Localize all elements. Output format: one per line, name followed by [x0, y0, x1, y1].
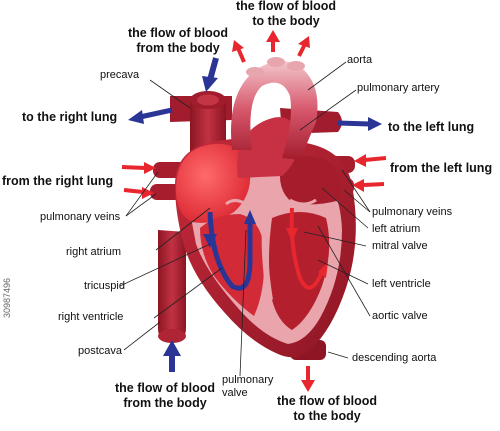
- left-atrium-chamber: [279, 156, 341, 205]
- arrow-flow-to-body-top-3: [297, 36, 310, 57]
- arrow-to-right-lung: [128, 107, 173, 124]
- label-flow-from-body-top: the flow of blood from the body: [128, 26, 228, 55]
- arrow-flow-from-body-bottom: [163, 340, 181, 372]
- label-mitral-valve: mitral valve: [372, 240, 428, 252]
- label-flow-to-body-bottom: the flow of blood to the body: [277, 394, 377, 423]
- arrow-flow-to-body-bottom: [301, 366, 315, 392]
- label-postcava: postcava: [78, 345, 123, 357]
- aorta-vessel: [231, 61, 318, 160]
- arrow-flow-to-body-top-2: [266, 30, 280, 52]
- arrow-from-left-lung-1: [354, 154, 387, 167]
- aorta-branch-1: [246, 67, 264, 77]
- label-flow-to-body-top: the flow of blood to the body: [236, 0, 336, 28]
- aorta-branch-2: [267, 57, 285, 67]
- label-descending-aorta: descending aorta: [352, 352, 437, 364]
- label-pulmonary-veins-left: pulmonary veins: [40, 211, 121, 223]
- label-left-ventricle: left ventricle: [372, 278, 431, 290]
- label-from-left-lung: from the left lung: [390, 161, 493, 175]
- label-to-right-lung: to the right lung: [22, 110, 118, 124]
- label-right-atrium: right atrium: [66, 246, 122, 258]
- stock-id: 30987496: [2, 277, 12, 318]
- arrow-from-right-lung-1: [121, 162, 156, 174]
- label-right-ventricle: right ventricle: [58, 311, 124, 323]
- arrow-to-left-lung: [337, 117, 382, 131]
- arrow-from-left-lung-2: [352, 179, 385, 192]
- label-left-atrium: left atrium: [372, 223, 421, 235]
- aorta-branch-3: [287, 61, 305, 71]
- postcava-vessel: [158, 230, 186, 342]
- label-tricuspid: tricuspid: [84, 280, 125, 292]
- label-pulmonary-valve: pulmonary valve: [222, 374, 274, 399]
- leader-lines: [119, 61, 371, 377]
- pulmonary-artery-trunk: [237, 117, 299, 178]
- label-to-left-lung: to the left lung: [388, 120, 475, 134]
- label-aorta: aorta: [347, 54, 373, 66]
- label-aortic-valve: aortic valve: [372, 310, 428, 322]
- label-pulmonary-artery: pulmonary artery: [357, 82, 440, 94]
- postcava-opening: [158, 329, 186, 343]
- arrow-flow-from-body-top: [202, 57, 219, 92]
- label-from-right-lung: from the right lung: [2, 174, 114, 188]
- arrow-flow-to-body-top-1: [232, 40, 246, 63]
- label-precava: precava: [100, 69, 140, 81]
- arrow-from-right-lung-2: [123, 187, 154, 199]
- label-pulmonary-veins-right: pulmonary veins: [372, 206, 453, 218]
- label-flow-from-body-bottom: the flow of blood from the body: [115, 381, 215, 410]
- right-atrium-chamber: [176, 143, 251, 223]
